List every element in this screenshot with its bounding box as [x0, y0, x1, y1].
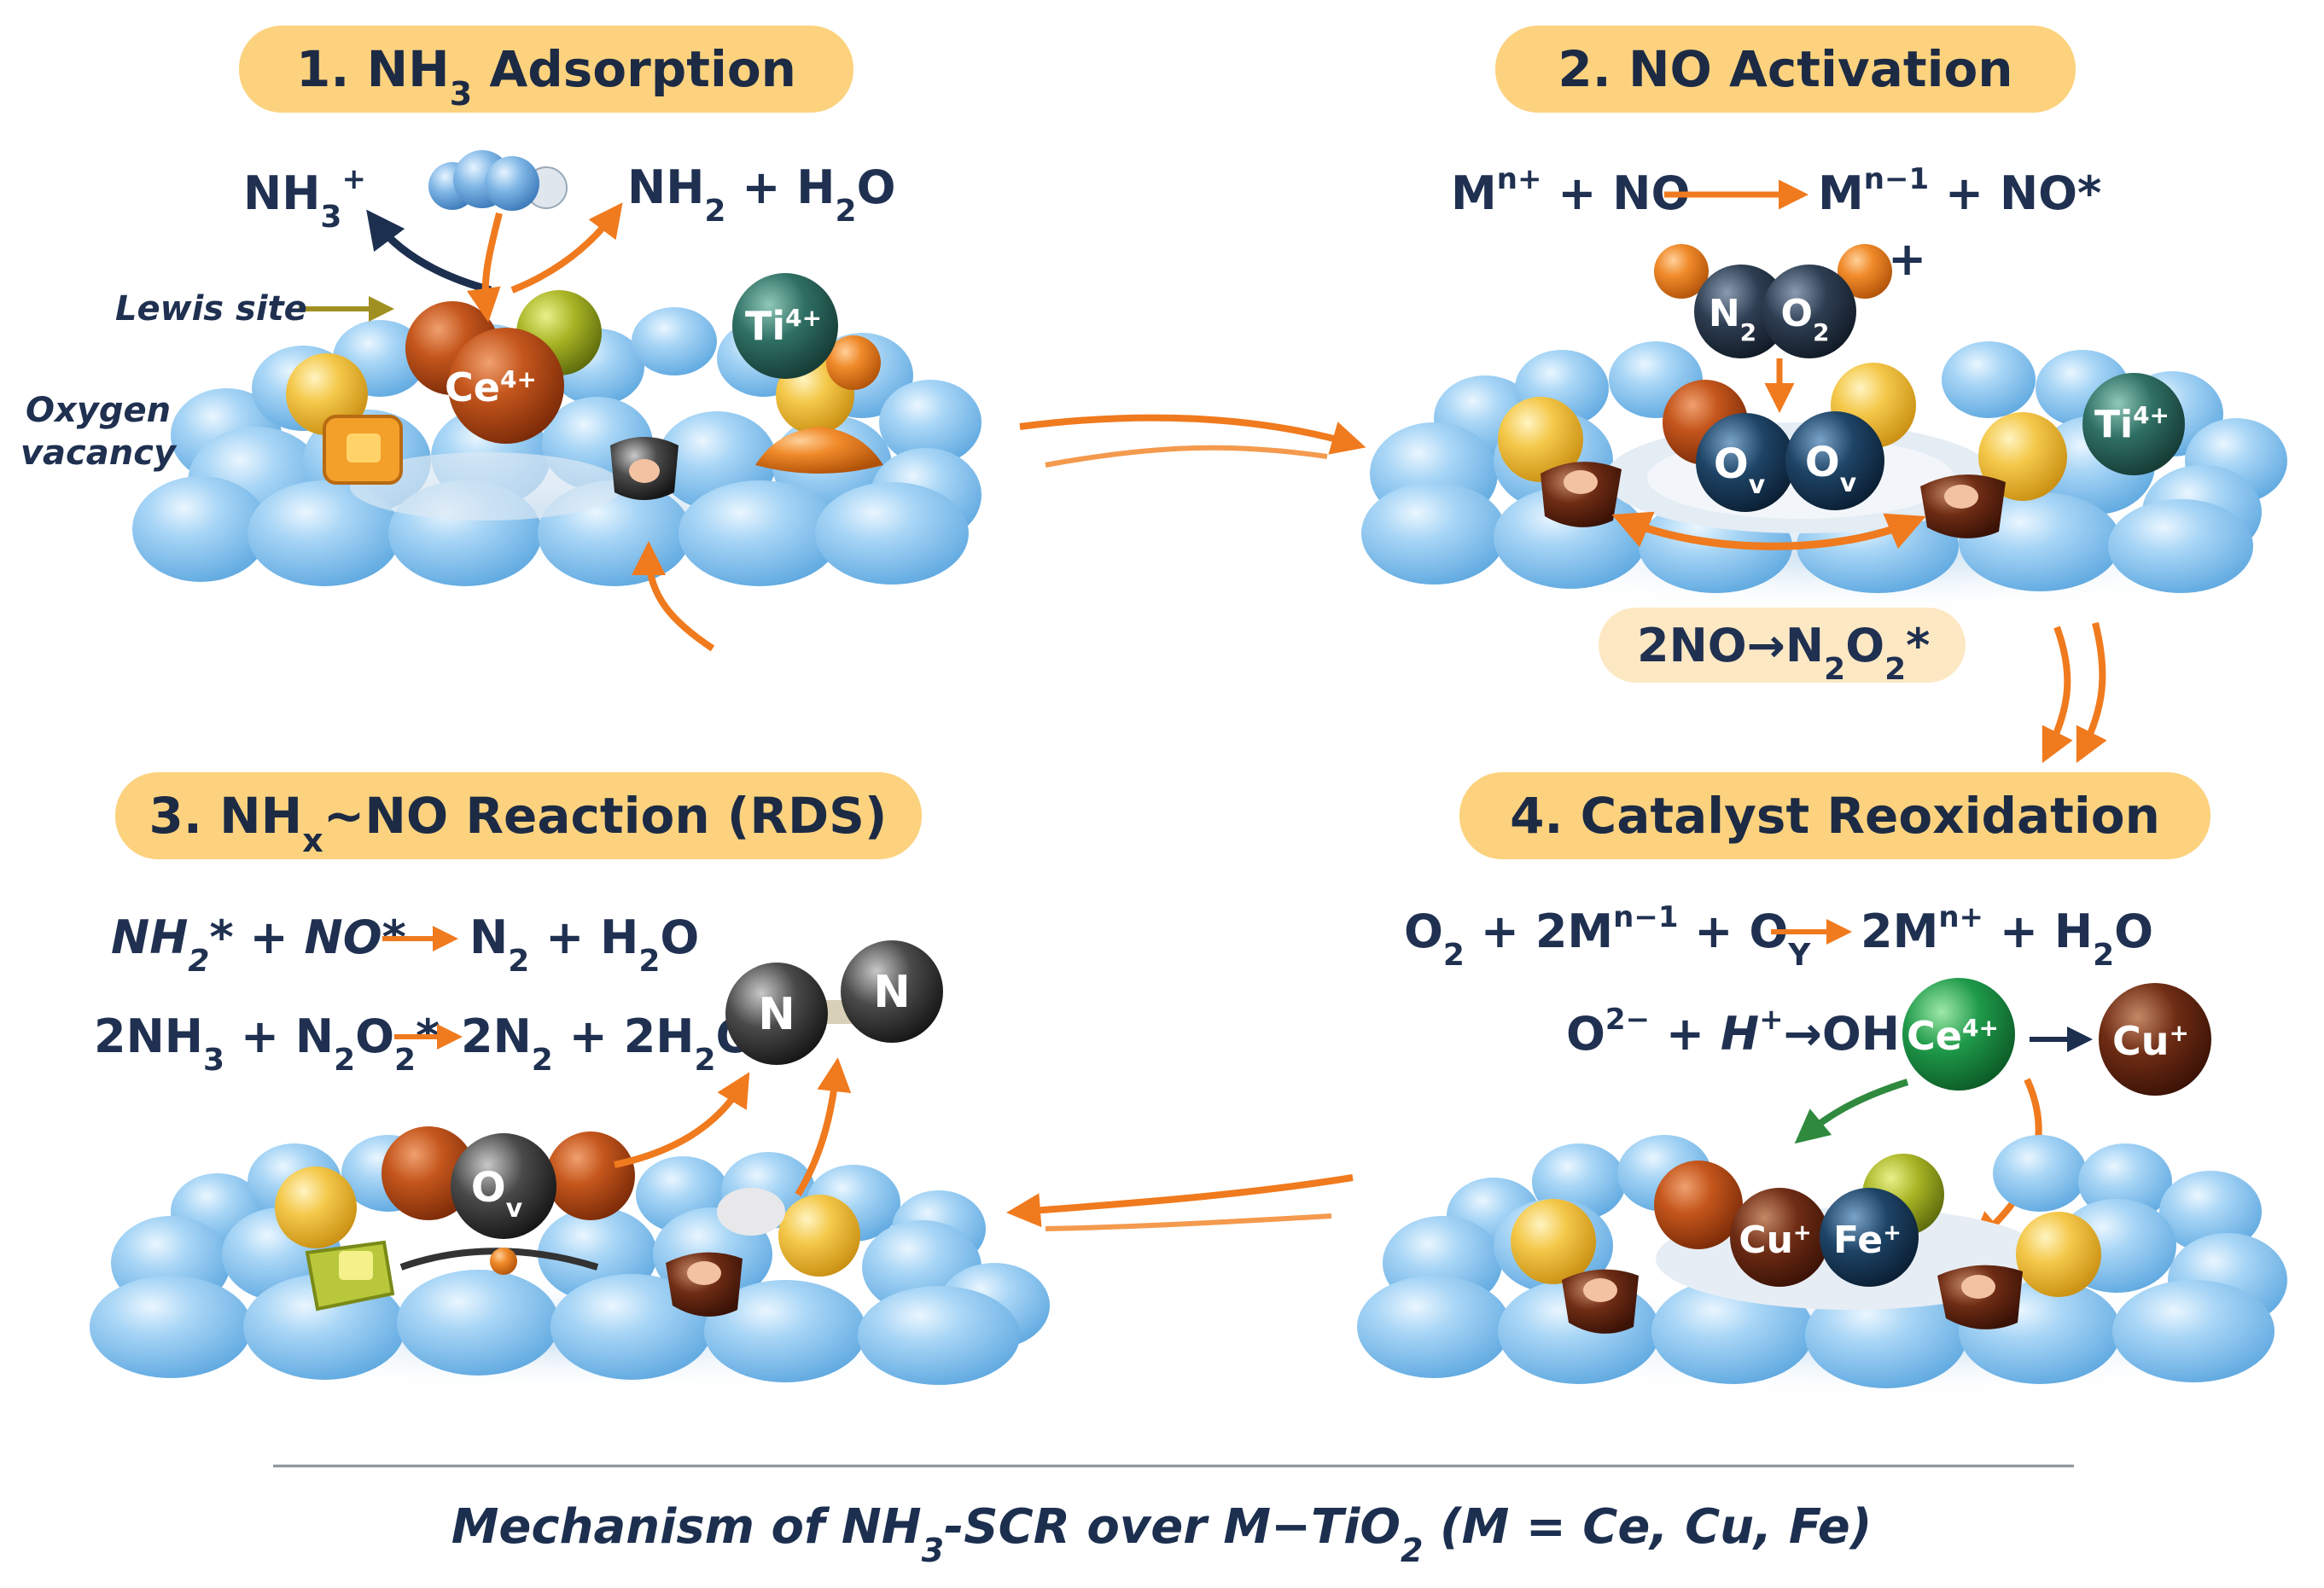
- panel-4-title: 4. Catalyst Reoxidation: [1459, 772, 2210, 859]
- svg-text:+: +: [1888, 232, 1926, 286]
- svg-text:4. Catalyst Reoxidation: 4. Catalyst Reoxidation: [1510, 787, 2160, 845]
- panel-2-title: 2. NO Activation: [1495, 26, 2076, 113]
- panel-3-title: 3. NHx~NO Reaction (RDS): [115, 772, 922, 859]
- n2-molecule: N N: [725, 940, 943, 1065]
- svg-text:Fe+: Fe+: [1833, 1219, 1902, 1262]
- svg-text:2N2 + 2H2O: 2N2 + 2H2O: [461, 1009, 754, 1078]
- ov-atom-3: Ov: [382, 1126, 635, 1239]
- svg-text:Mn+ + NO: Mn+ + NO: [1451, 162, 1690, 220]
- lewis-site-label: Lewis site: [115, 289, 307, 329]
- ti-atom: Ti4+: [732, 273, 838, 379]
- panel-1-title: 1. NH3 Adsorption: [239, 26, 853, 113]
- oxygen-vacancy-label-2: vacancy: [20, 433, 178, 473]
- svg-text:Ov: Ov: [1805, 439, 1857, 498]
- arrow-4-to-3: [1006, 1174, 1354, 1231]
- svg-text:Ov: Ov: [471, 1164, 523, 1224]
- cu-atom-4: Cu+: [2099, 983, 2211, 1096]
- panel-1-arrows: [299, 202, 715, 652]
- svg-text:Ce4+: Ce4+: [1907, 1013, 1999, 1059]
- svg-text:N2: N2: [1709, 292, 1756, 346]
- nh3-plus-label: NH3+: [243, 162, 366, 235]
- n2o2-molecule: N2 O2 +: [1654, 232, 1926, 358]
- panel-2-double-arrow: [1611, 511, 1926, 550]
- svg-text:2Mn+ + H2O: 2Mn+ + H2O: [1861, 900, 2153, 973]
- figure-caption: Mechanism of NH3-SCR over M−TiO2 (M = Ce…: [451, 1499, 1873, 1569]
- arrow-1-to-2: [1019, 414, 1366, 468]
- svg-text:N: N: [758, 989, 795, 1040]
- svg-text:O2 + 2Mn−1 + OY: O2 + 2Mn−1 + OY: [1404, 900, 1811, 973]
- panel-3-surface: [90, 1135, 1050, 1395]
- svg-text:NH2* + NO*: NH2* + NO*: [111, 910, 406, 979]
- nh3-molecule: [428, 150, 568, 211]
- svg-text:Cu+: Cu+: [2112, 1018, 2189, 1064]
- ce-atom-4: Ce4+: [1902, 978, 2015, 1091]
- ti-atom-2: Ti4+: [2082, 373, 2185, 475]
- svg-text:Ce4+: Ce4+: [445, 364, 537, 410]
- nh2-h2o-label: NH2 + H2O: [627, 160, 895, 229]
- oxygen-vacancy-label: Oxygen: [26, 391, 171, 430]
- svg-text:O2: O2: [1781, 292, 1830, 346]
- svg-text:Mn−1 + NO*: Mn−1 + NO*: [1818, 162, 2101, 220]
- panel-2-equation: Mn+ + NO Mn−1 + NO*: [1451, 162, 2101, 220]
- ce-atom: Ce4+: [405, 290, 602, 444]
- svg-text:Ti4+: Ti4+: [2094, 401, 2170, 447]
- svg-text:2. NO Activation: 2. NO Activation: [1558, 40, 2012, 98]
- panel-3-arrows: [614, 1057, 852, 1197]
- svg-text:Ti4+: Ti4+: [745, 303, 822, 349]
- arrow-2-to-4: [2042, 622, 2107, 764]
- panel-4-equations: O2 + 2Mn−1 + OY 2Mn+ + H2O O2− + H+→OH: [1404, 900, 2153, 1061]
- svg-text:2NH3 + N2O2*: 2NH3 + N2O2*: [94, 1009, 440, 1078]
- svg-text:N: N: [873, 967, 911, 1018]
- svg-text:Ov: Ov: [1714, 440, 1766, 500]
- svg-text:O2− + H+→OH: O2− + H+→OH: [1566, 1003, 1900, 1061]
- cu-fe-pair: Cu+ Fe+: [1730, 1188, 1919, 1287]
- svg-text:Cu+: Cu+: [1739, 1219, 1811, 1262]
- ov-pair: Ov Ov: [1696, 411, 1884, 512]
- svg-text:N2 + H2O: N2 + H2O: [469, 910, 699, 979]
- panel-3-equations: NH2* + NO* N2 + H2O 2NH3 + N2O2* 2N2 + 2…: [94, 910, 754, 1078]
- svg-text:2NO→N2O2*: 2NO→N2O2*: [1637, 619, 1930, 687]
- svg-text:1. NH3 Adsorption: 1. NH3 Adsorption: [296, 40, 796, 113]
- svg-text:3. NHx~NO Reaction (RDS): 3. NHx~NO Reaction (RDS): [149, 787, 888, 859]
- n2o2-formation-label: 2NO→N2O2*: [1599, 608, 1966, 687]
